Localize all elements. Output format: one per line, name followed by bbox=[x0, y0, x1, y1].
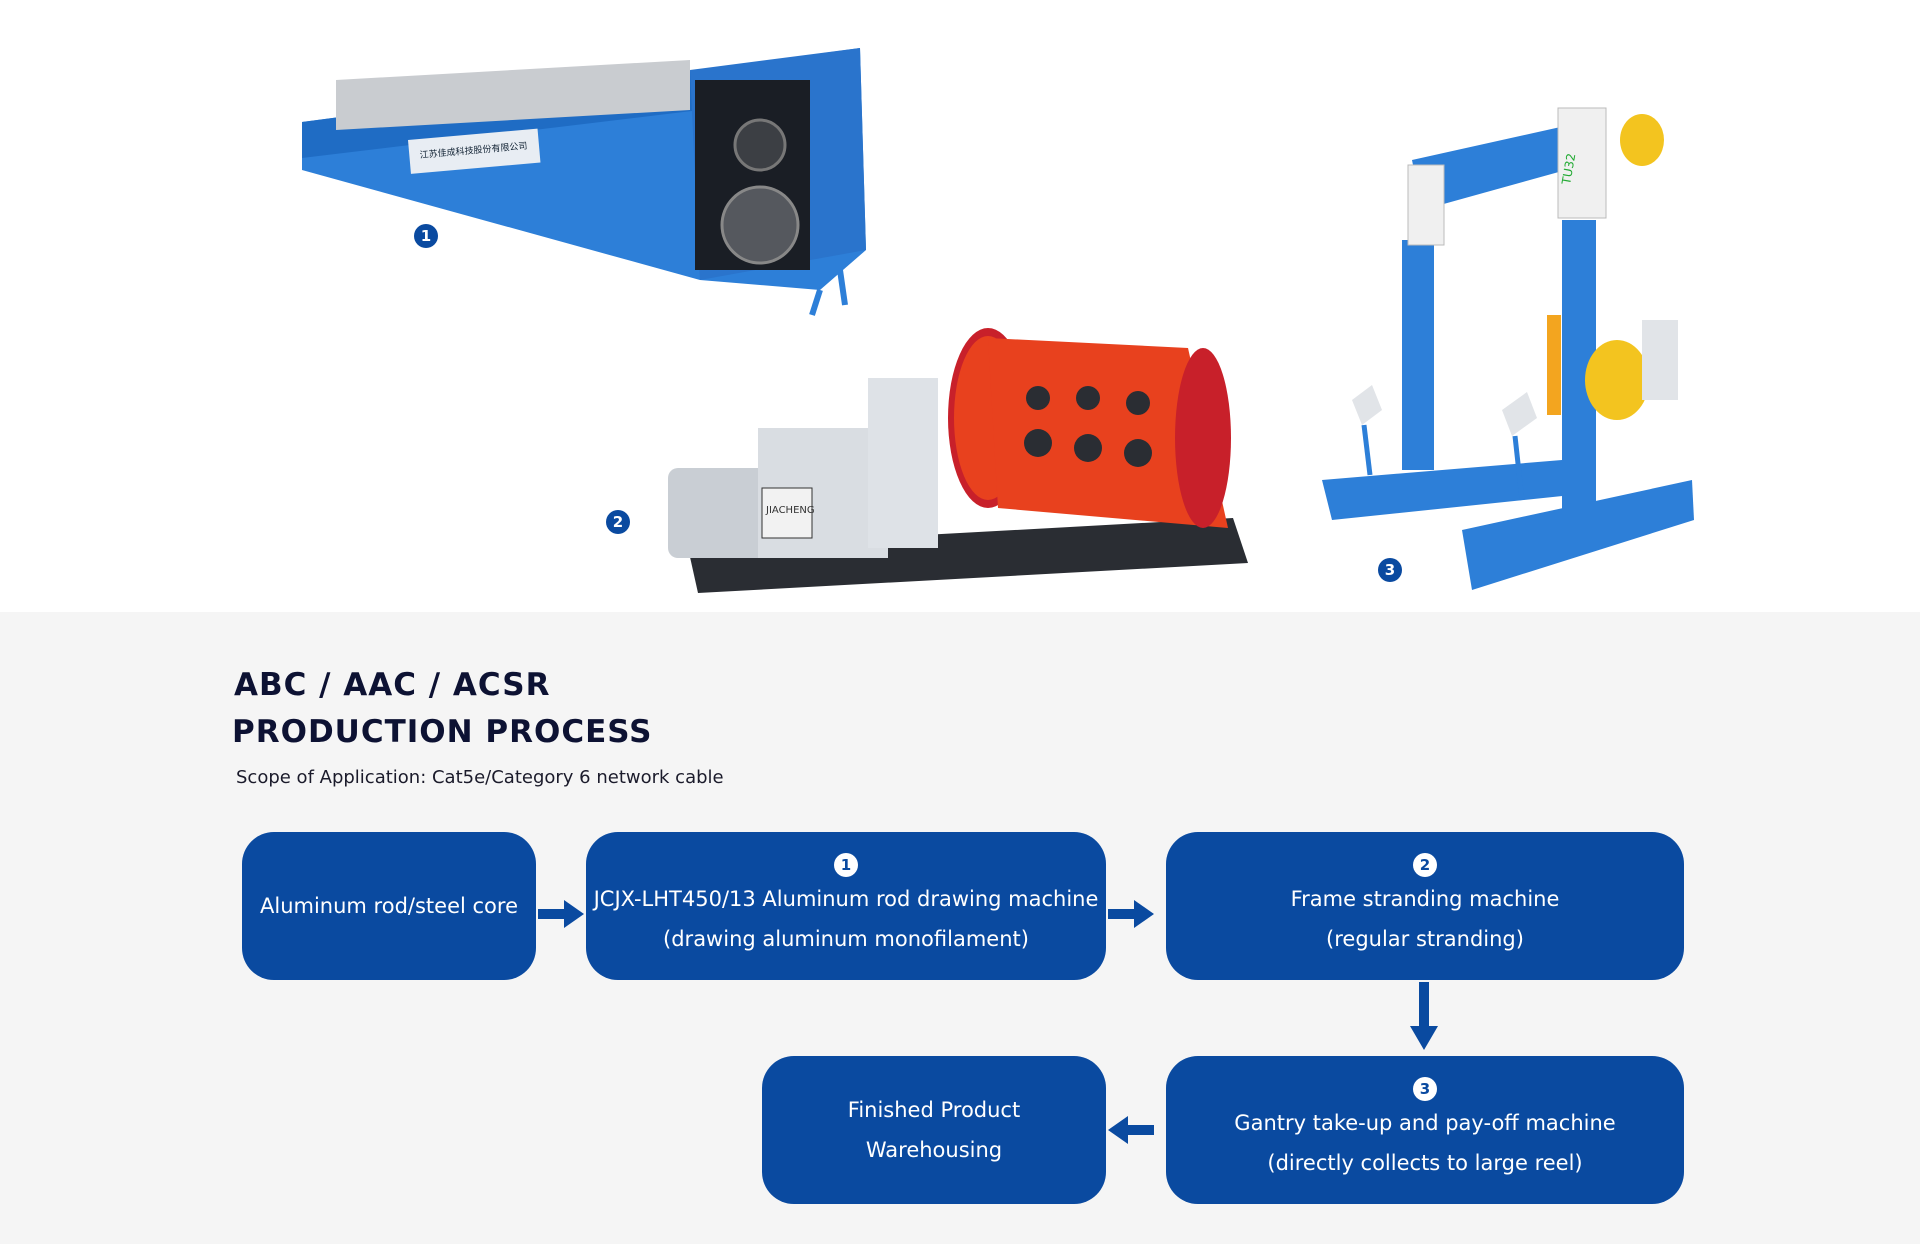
step-final-line1: Finished Product bbox=[847, 1098, 1021, 1122]
arrow-left-icon bbox=[1108, 1116, 1154, 1144]
step-2-line1: Frame stranding machine bbox=[1290, 887, 1560, 911]
product-images-area: 江苏佳成科技股份有限公司 1 JIACHENG 2 TU32 bbox=[0, 0, 1920, 612]
machine-2-badge: 2 bbox=[606, 510, 630, 534]
step-3-gantry: 3 Gantry take-up and pay-off machine (di… bbox=[1166, 1056, 1684, 1204]
step-1-line2: (drawing aluminum monofilament) bbox=[663, 927, 1029, 951]
section-title-line1: ABC / AAC / ACSR bbox=[234, 667, 551, 703]
section-title-line2: PRODUCTION PROCESS bbox=[232, 714, 653, 750]
drawing-machine-image: 江苏佳成科技股份有限公司 bbox=[302, 48, 866, 316]
step-raw-label: Aluminum rod/steel core bbox=[260, 894, 518, 918]
step-3-number: 3 bbox=[1413, 1077, 1437, 1101]
step-2-line2: (regular stranding) bbox=[1326, 927, 1524, 951]
machine-3-badge: 3 bbox=[1378, 558, 1402, 582]
step-2-number: 2 bbox=[1413, 853, 1437, 877]
stranding-machine-image: JIACHENG bbox=[668, 328, 1248, 593]
step-2-stranding: 2 Frame stranding machine (regular stran… bbox=[1166, 832, 1684, 980]
gantry-machine-image: TU32 bbox=[1322, 107, 1694, 590]
step-final-line2: Warehousing bbox=[865, 1138, 1003, 1162]
step-final-warehousing: Finished Product Warehousing bbox=[762, 1056, 1106, 1204]
step-1-line1: JCJX-LHT450/13 Aluminum rod drawing mach… bbox=[593, 887, 1099, 911]
arrow-down-icon bbox=[1410, 982, 1438, 1050]
machine-1-badge: 1 bbox=[414, 224, 438, 248]
svg-text:JIACHENG: JIACHENG bbox=[765, 505, 815, 516]
step-raw-material: Aluminum rod/steel core bbox=[242, 832, 536, 980]
step-1-number: 1 bbox=[834, 853, 858, 877]
step-3-line1: Gantry take-up and pay-off machine bbox=[1234, 1111, 1616, 1135]
arrow-right-icon bbox=[1108, 900, 1154, 928]
arrow-right-icon bbox=[538, 900, 584, 928]
section-subtitle: Scope of Application: Cat5e/Category 6 n… bbox=[236, 767, 724, 788]
step-1-drawing: 1 JCJX-LHT450/13 Aluminum rod drawing ma… bbox=[586, 832, 1106, 980]
step-3-line2: (directly collects to large reel) bbox=[1267, 1151, 1583, 1175]
svg-text:TU32: TU32 bbox=[1559, 152, 1578, 186]
